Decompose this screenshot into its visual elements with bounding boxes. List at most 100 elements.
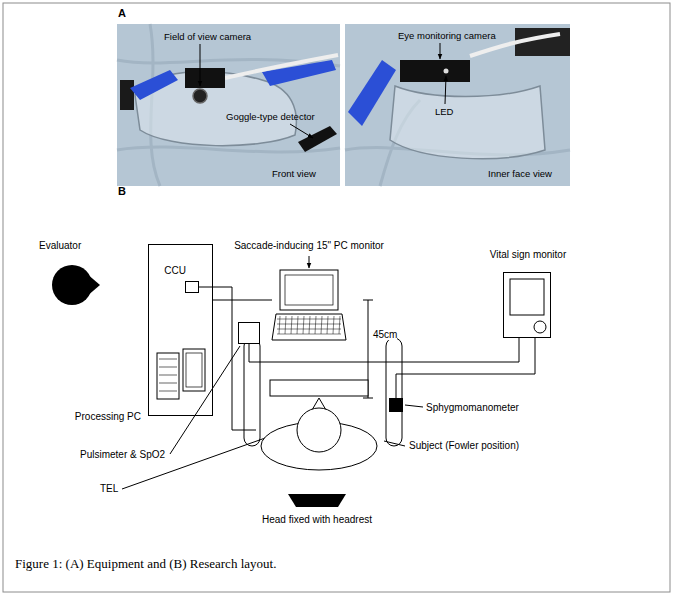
illustration-part (445, 76, 446, 104)
illustration-part (290, 124, 313, 138)
illustration-part (400, 60, 470, 82)
illustration-part (185, 68, 225, 88)
illustration-part (444, 69, 449, 74)
pulsimeter-box: Pulsimeter & SpO2 (238, 322, 260, 344)
headrest: Head fixed with headrest (288, 494, 346, 507)
monitor-laptop: Saccade-inducing 15" PC monitor (272, 270, 346, 342)
node-label: Head fixed with headrest (261, 514, 373, 526)
shape-part (389, 398, 403, 412)
shape-part (297, 408, 341, 452)
illustration-part (117, 24, 340, 186)
cable-connector (396, 338, 535, 398)
illustration-part (390, 86, 545, 159)
panel-letter: A (118, 8, 126, 19)
cable-connector (199, 287, 256, 430)
shape-part (285, 275, 333, 305)
shape-part (321, 316, 322, 334)
figure-border (3, 3, 670, 592)
sphygmomanometer-cuff: Sphygmomanometer (389, 398, 403, 412)
node-label: Evaluator (38, 240, 82, 252)
shape-part (272, 314, 346, 340)
shape-part (277, 329, 341, 330)
node-label: Sphygmomanometer (425, 402, 520, 414)
part-label: Goggle-type detector (226, 111, 315, 122)
shape-part (277, 319, 341, 320)
shape-part (327, 316, 328, 334)
illustration-part (117, 24, 340, 186)
cable-connector (213, 300, 272, 301)
shape-part (159, 367, 177, 368)
processing-pc: CCUProcessing PC (148, 244, 213, 416)
ccu-box: CCU (185, 281, 199, 293)
shape-part (339, 316, 340, 334)
shape-part (510, 279, 544, 315)
illustration-part (405, 405, 423, 407)
figure-caption: Figure 1: (A) Equipment and (B) Research… (15, 556, 276, 571)
illustration-part (363, 398, 373, 399)
illustration-part (120, 80, 134, 110)
shape-part (277, 324, 341, 325)
shape-part (159, 383, 177, 384)
illustration-part (193, 89, 207, 103)
shape-part (159, 375, 177, 376)
shape-part (285, 316, 286, 334)
shape-part (303, 316, 304, 334)
shape-part (157, 353, 179, 399)
laptop-shape (272, 270, 346, 342)
illustration-part (130, 70, 178, 100)
node-label: CCU (163, 265, 187, 277)
cable-connector (249, 338, 519, 362)
part-label: Front view (272, 168, 316, 179)
leader-lines (122, 256, 423, 489)
node-label: Pulsimeter & SpO2 (79, 449, 166, 461)
vital-shape (504, 273, 552, 339)
illustration-part (200, 44, 201, 86)
node-label: Saccade-inducing 15" PC monitor (233, 240, 385, 252)
shape-part (159, 391, 177, 392)
shape-part (333, 316, 334, 334)
illustration-part (386, 338, 402, 446)
shape-part (291, 316, 292, 334)
part-label: TEL (100, 483, 118, 494)
illustration-part (345, 24, 570, 186)
shape-part (280, 270, 338, 310)
node-label: Processing PC (74, 411, 142, 423)
shape-part (183, 349, 205, 391)
part-label: Field of view camera (164, 31, 251, 42)
shape-part (186, 353, 202, 387)
sphyg-shape (389, 398, 403, 412)
shape-part (86, 273, 100, 297)
shape-part (288, 494, 346, 507)
illustration-part (225, 55, 338, 78)
shape-part (297, 316, 298, 334)
photo-front-view (117, 24, 340, 186)
part-label: 45cm (373, 329, 397, 340)
photo-inner-face-view (345, 24, 570, 186)
shape-part (309, 316, 310, 334)
shape-part (315, 316, 316, 334)
illustration-part (348, 60, 396, 126)
part-label: Inner face view (488, 168, 552, 179)
panel-letter: B (118, 186, 126, 197)
shape-part (159, 359, 177, 360)
illustration-part (363, 300, 373, 301)
headrest-shape (288, 494, 346, 507)
illustration-part (440, 43, 441, 59)
part-label: LED (435, 106, 453, 117)
vital-monitor: Vital sign monitor (503, 272, 551, 338)
illustration-part (384, 441, 405, 446)
illustration-part (309, 256, 310, 268)
evaluator-shape (50, 264, 100, 306)
node-label: Vital sign monitor (489, 249, 568, 261)
illustration-part (170, 346, 240, 454)
shape-part (534, 321, 546, 333)
evaluator-figure: Evaluator (50, 264, 100, 306)
person-shape (256, 380, 382, 488)
illustration-part (298, 126, 337, 152)
shape-part (279, 316, 280, 334)
node-label: Subject (Fowler position) (408, 440, 520, 452)
shape-part (270, 380, 368, 396)
part-label: Eye monitoring camera (398, 30, 496, 41)
subject-figure: Subject (Fowler position) (256, 380, 382, 488)
